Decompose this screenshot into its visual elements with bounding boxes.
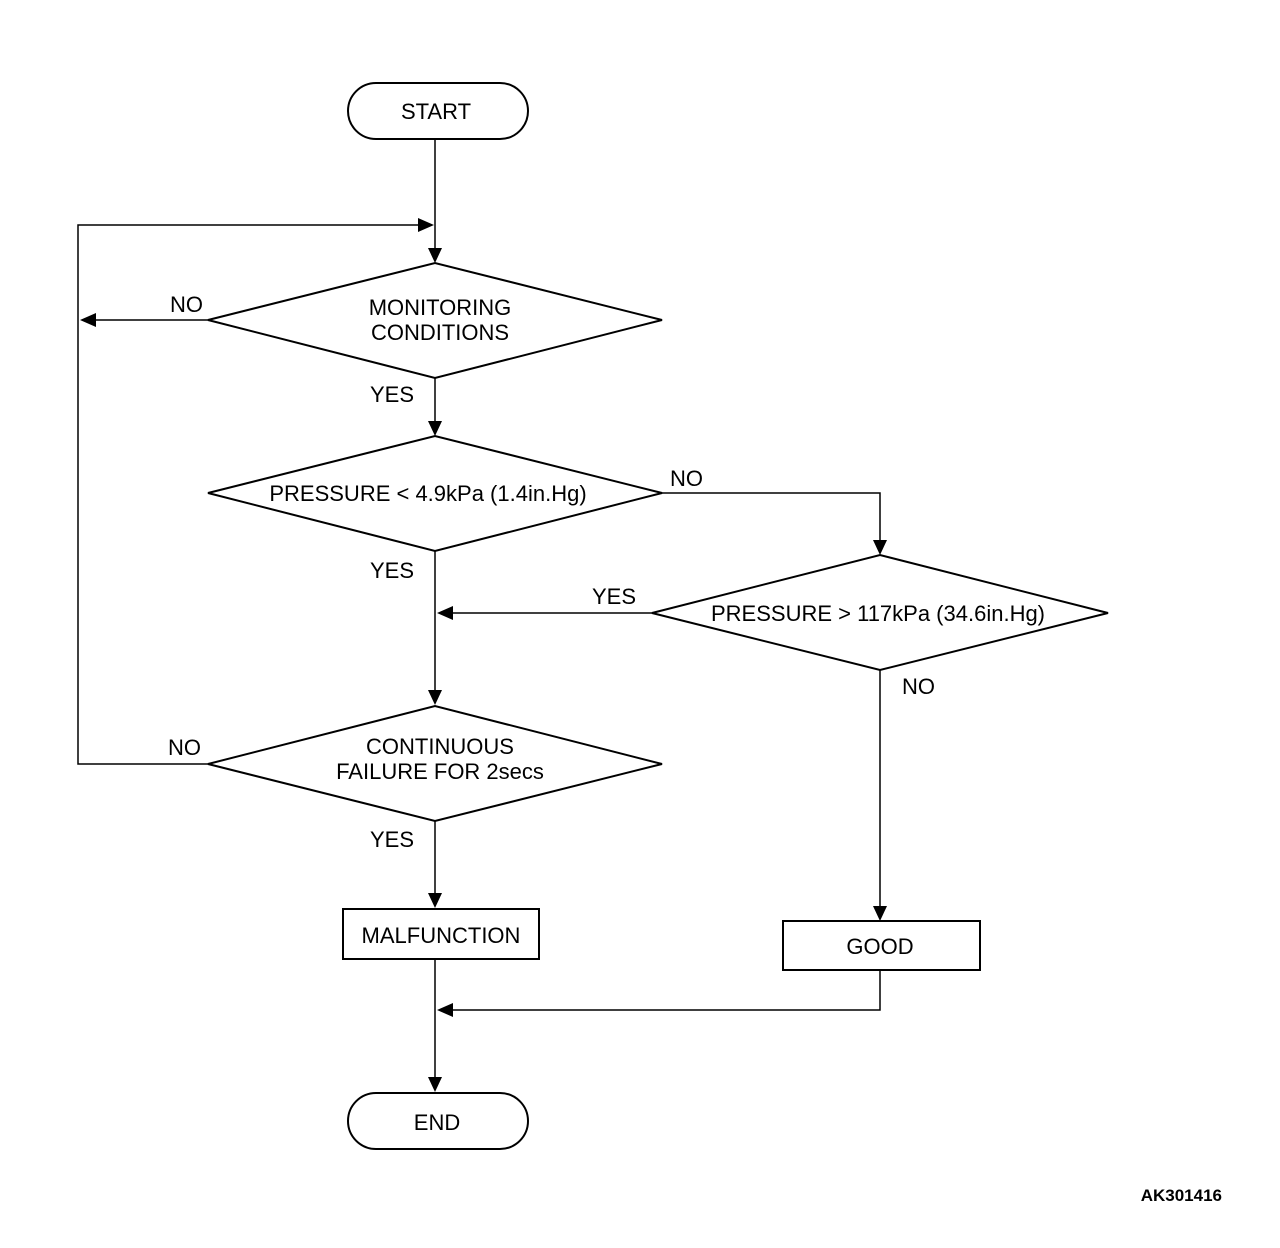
monitoring-yes-label: YES [370, 382, 414, 407]
pressure-high-decision [651, 553, 1109, 672]
continuous-no-label: NO [168, 735, 201, 760]
continuous-label-line1: CONTINUOUS [366, 734, 514, 759]
arrowhead-down [873, 906, 887, 921]
arrowhead-left [437, 1003, 453, 1017]
malfunction-box [342, 908, 540, 960]
pressure-high-yes-label: YES [592, 584, 636, 609]
arrowhead-down [428, 1077, 442, 1092]
monitoring-no-label: NO [170, 292, 203, 317]
end-terminal [347, 1092, 529, 1150]
good-box [782, 920, 981, 971]
arrowhead-down [428, 248, 442, 263]
pressure-low-decision [207, 434, 663, 553]
edge-loop-to-top [77, 224, 420, 320]
arrowhead-down [873, 540, 887, 555]
end-label: END [414, 1110, 460, 1135]
edge-continuous-no [77, 320, 208, 765]
monitoring-label-line2: CONDITIONS [371, 320, 509, 345]
arrowhead-down [428, 893, 442, 908]
monitoring-label-line1: MONITORING [369, 295, 512, 320]
start-terminal [347, 82, 529, 140]
continuous-failure-decision [207, 704, 663, 823]
pressure-low-no-label: NO [670, 466, 703, 491]
start-label: START [401, 99, 471, 124]
malfunction-label: MALFUNCTION [362, 923, 521, 948]
arrowhead-down [428, 690, 442, 705]
continuous-label-line2: FAILURE FOR 2secs [336, 759, 544, 784]
monitoring-conditions-decision [207, 261, 663, 380]
edge-good-to-end [453, 970, 881, 1011]
connectors [77, 140, 881, 1078]
arrowhead-left [80, 313, 96, 327]
pressure-low-yes-label: YES [370, 558, 414, 583]
pressure-high-label: PRESSURE > 117kPa (34.6in.Hg) [711, 601, 1045, 626]
arrowhead-right [418, 218, 434, 232]
pressure-high-no-label: NO [902, 674, 935, 699]
edge-pressure-low-no [662, 492, 881, 540]
pressure-low-label: PRESSURE < 4.9kPa (1.4in.Hg) [269, 481, 586, 506]
good-label: GOOD [846, 934, 913, 959]
arrowhead-left [437, 606, 453, 620]
continuous-yes-label: YES [370, 827, 414, 852]
figure-code: AK301416 [1141, 1186, 1222, 1205]
arrowhead-down [428, 421, 442, 436]
arrowheads [80, 218, 887, 1092]
